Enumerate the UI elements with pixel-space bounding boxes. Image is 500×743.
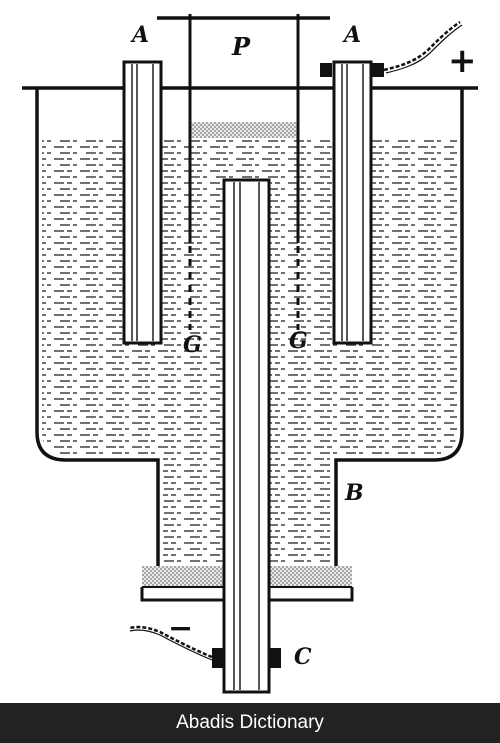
label-anode-left: A (130, 22, 149, 48)
label-vessel: B (344, 480, 364, 506)
cathode-rod (222, 178, 271, 694)
porous-pot (157, 14, 330, 243)
negative-sign: − (168, 611, 193, 646)
gauze-section (188, 246, 300, 330)
label-porous-pot: P (231, 32, 251, 61)
footer-banner: Abadis Dictionary (0, 703, 500, 743)
label-gauze-right: G (289, 328, 308, 354)
label-cathode: C (294, 644, 312, 670)
footer-text: Abadis Dictionary (176, 712, 324, 733)
anode-right (332, 60, 373, 345)
negative-wire (129, 625, 213, 659)
electrolysis-cell-diagram: A A P G G B C + − (22, 14, 478, 694)
label-gauze-left: G (183, 332, 202, 358)
label-anode-right: A (342, 22, 361, 48)
vessel-outline (35, 88, 464, 585)
positive-wire (383, 20, 461, 72)
positive-sign: + (448, 41, 477, 81)
positive-terminal-clamp (320, 63, 384, 77)
negative-terminal-clamp (212, 648, 281, 668)
anode-left (122, 60, 163, 345)
